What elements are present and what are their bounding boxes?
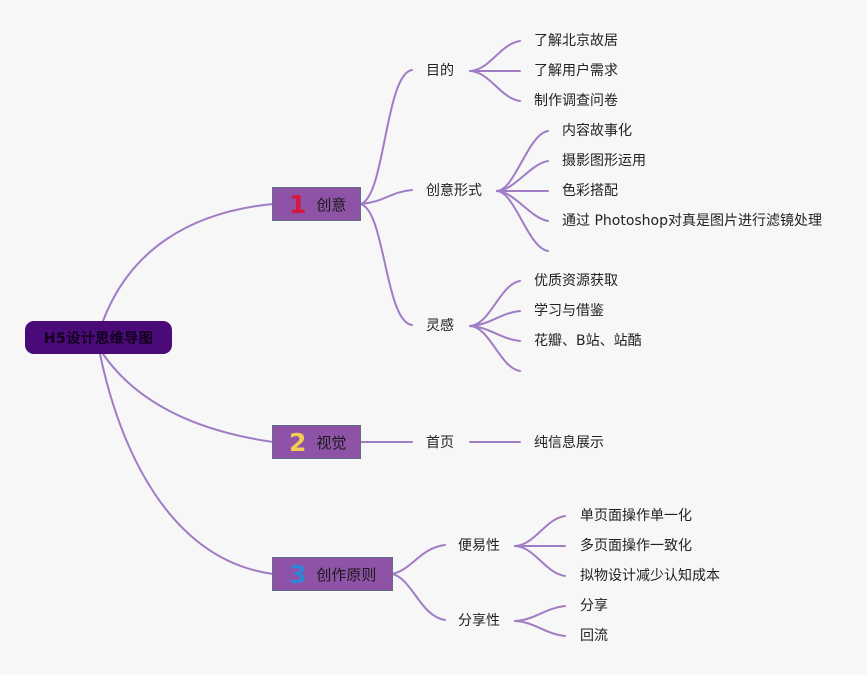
node-creative-form[interactable]: 创意形式 xyxy=(426,183,482,199)
leaf-item[interactable]: 优质资源获取 xyxy=(534,273,618,289)
leaf-item[interactable]: 多页面操作一致化 xyxy=(580,538,692,554)
leaf-item[interactable]: 学习与借鉴 xyxy=(534,303,604,319)
branch-creativity[interactable]: 1 创意 xyxy=(272,187,361,221)
leaf-item[interactable]: 了解北京故居 xyxy=(534,33,618,49)
leaf-item[interactable]: 通过 Photoshop对真是图片进行滤镜处理 xyxy=(562,213,823,229)
leaf-item[interactable]: 回流 xyxy=(580,628,608,644)
root-node[interactable]: H5设计思维导图 xyxy=(25,321,172,354)
leaf-item[interactable]: 拟物设计减少认知成本 xyxy=(580,568,720,584)
branch-visual[interactable]: 2 视觉 xyxy=(272,425,361,459)
leaf-item[interactable]: 色彩搭配 xyxy=(562,183,618,199)
leaf-item[interactable]: 纯信息展示 xyxy=(534,435,604,451)
leaf-item[interactable]: 单页面操作单一化 xyxy=(580,508,692,524)
leaf-item[interactable]: 了解用户需求 xyxy=(534,63,618,79)
leaf-item[interactable]: 摄影图形运用 xyxy=(562,153,646,169)
edge-root-branch2 xyxy=(102,353,274,443)
edge-b1-mudi xyxy=(359,69,413,205)
leaf-item[interactable]: 分享 xyxy=(580,598,608,614)
leaf-item[interactable]: 内容故事化 xyxy=(562,123,632,139)
number-1-badge: 1 xyxy=(289,189,307,219)
node-shareability[interactable]: 分享性 xyxy=(458,613,500,629)
edge-b1-linggan xyxy=(359,203,413,326)
branch-label: 视觉 xyxy=(316,433,347,452)
leaf-item[interactable]: 制作调查问卷 xyxy=(534,93,618,109)
edge-root-branch1 xyxy=(102,203,274,322)
node-inspiration[interactable]: 灵感 xyxy=(426,318,454,334)
edge-root-branch3 xyxy=(99,353,274,575)
leaf-item[interactable]: 花瓣、B站、站酷 xyxy=(534,333,642,349)
edge-b1-xingshi xyxy=(359,189,413,205)
branch-label: 创作原则 xyxy=(316,565,377,584)
branch-label: 创意 xyxy=(316,195,347,214)
number-2-badge: 2 xyxy=(289,427,307,457)
node-homepage[interactable]: 首页 xyxy=(426,435,454,451)
branch-principles[interactable]: 3 创作原则 xyxy=(272,557,393,591)
number-3-badge: 3 xyxy=(289,559,307,589)
node-purpose[interactable]: 目的 xyxy=(426,63,454,79)
node-ease-of-use[interactable]: 便易性 xyxy=(458,538,500,554)
